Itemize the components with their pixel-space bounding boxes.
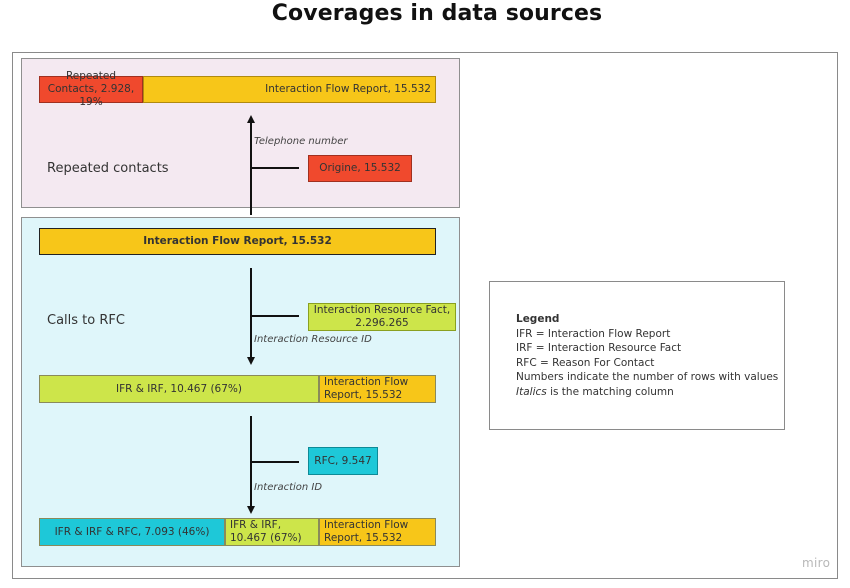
arrow-head-down-1 — [247, 357, 255, 365]
rfc-box: RFC, 9.547 — [308, 447, 378, 475]
arrow-head-down-2 — [247, 506, 255, 514]
repeated-contacts-segment: Repeated Contacts, 2.928, 19% — [39, 70, 143, 108]
irf-box: Interaction Resource Fact, 2.296.265 — [308, 303, 456, 331]
legend-italic-rest: is the matching column — [546, 385, 674, 398]
rfc-connector — [251, 461, 299, 463]
ifr-main-box: Interaction Flow Report, 15.532 — [39, 228, 436, 255]
repeated-contacts-label: Repeated contacts — [47, 161, 169, 176]
legend-italic-word: Italics — [516, 385, 547, 398]
legend-line-italics: Italics is the matching column — [516, 385, 784, 400]
arrow-head-up — [247, 115, 255, 123]
ifr-irf-segment-bottom: IFR & IRF, 10.467 (67%) — [225, 518, 319, 546]
legend-title: Legend — [516, 313, 560, 325]
legend-line-ifr: IFR = Interaction Flow Report — [516, 327, 671, 340]
ifr-irf-rfc-segment: IFR & IRF & RFC, 7.093 (46%) — [39, 518, 225, 546]
ifr-segment-bottom: Interaction Flow Report, 15.532 — [319, 518, 436, 546]
ifr-irf-segment: IFR & IRF, 10.467 (67%) — [39, 375, 319, 403]
page-title: Coverages in data sources — [271, 1, 603, 26]
telephone-number-label: Telephone number — [254, 136, 348, 147]
ifr-segment-mid: Interaction Flow Report, 15.532 — [319, 375, 436, 403]
interaction-resource-id-label: Interaction Resource ID — [254, 334, 372, 345]
origine-connector — [251, 167, 299, 169]
miro-watermark: miro — [802, 556, 831, 570]
irf-link-line — [250, 268, 252, 358]
legend-box: Legend IFR = Interaction Flow Report IRF… — [489, 281, 785, 430]
calls-to-rfc-label: Calls to RFC — [47, 313, 125, 328]
legend-line-rfc: RFC = Reason For Contact — [516, 356, 655, 369]
ifr-segment-top: Interaction Flow Report, 15.532 — [143, 76, 436, 103]
legend-line-numbers: Numbers indicate the number of rows with… — [516, 371, 779, 383]
interaction-id-label: Interaction ID — [254, 482, 323, 493]
irf-connector — [251, 315, 299, 317]
origine-box: Origine, 15.532 — [308, 155, 412, 182]
legend-line-irf: IRF = Interaction Resource Fact — [516, 342, 682, 354]
